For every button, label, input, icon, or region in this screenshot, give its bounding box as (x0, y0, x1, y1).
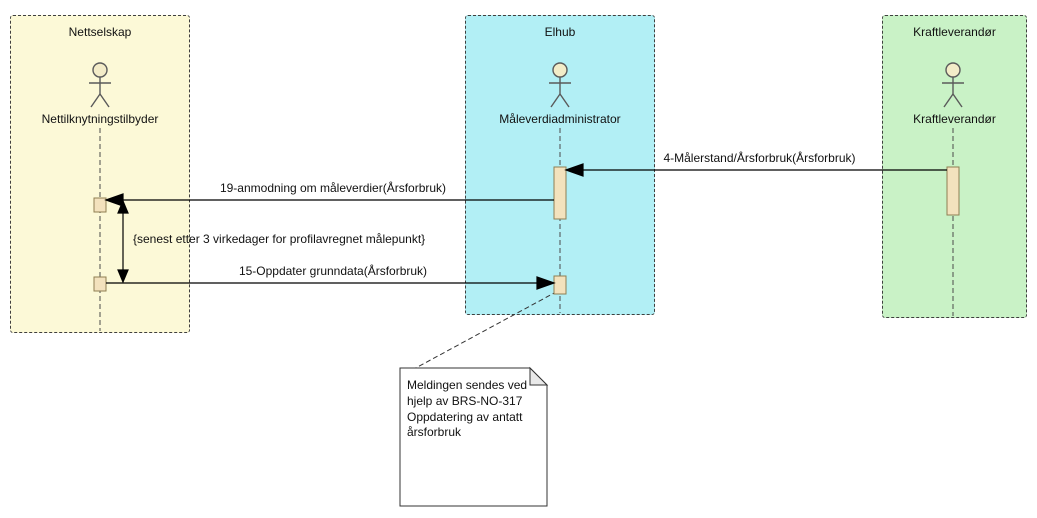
note-shape (399, 366, 549, 507)
activation-bars (93, 166, 960, 295)
message-label-15-oppdater: 15-Oppdater grunndata(Årsforbruk) (238, 264, 428, 278)
duration-arrow-head-top (117, 199, 129, 214)
lane-title-nettselskap: Nettselskap (68, 25, 132, 39)
duration-arrow-head-bottom (117, 269, 129, 284)
arrow-m4-head (564, 163, 584, 177)
message-label-19-anmodning: 19-anmodning om måleverdier(Årsforbruk) (219, 181, 447, 195)
actor-label-kraftleverandor: Kraftleverandør (913, 112, 996, 126)
lane-title-elhub: Elhub (544, 25, 576, 39)
duration-constraint-label: {senest etter 3 virkedager for profilavr… (133, 232, 426, 246)
actor-label-nettilknytningstilbyder: Nettilknytningstilbyder (41, 112, 159, 126)
note-text: Meldingen sendes ved hjelp av BRS-NO-317… (407, 378, 528, 440)
lane-title-kraftleverandor: Kraftleverandør (913, 25, 996, 39)
message-arrows (104, 163, 947, 290)
actor-icon-kraftleverandor (942, 62, 964, 108)
activation-nettselskap-2 (93, 276, 107, 292)
activation-nettselskap-1 (93, 197, 107, 213)
activation-kraftleverandor (946, 166, 960, 216)
note-fold-corner (529, 366, 549, 386)
actor-icon-maleverdiadministrator (549, 62, 571, 108)
actor-icon-nettilknytningstilbyder (89, 62, 111, 108)
arrow-m15-head (536, 276, 556, 290)
actor-label-maleverdiadministrator: Måleverdiadministrator (499, 112, 621, 126)
activation-elhub-main (553, 166, 567, 220)
note-connector-line (411, 291, 557, 371)
message-label-4-malerstand: 4-Målerstand/Årsforbruk(Årsforbruk) (663, 151, 856, 165)
arrow-m19-head (104, 193, 124, 207)
activation-elhub-2 (553, 275, 567, 295)
